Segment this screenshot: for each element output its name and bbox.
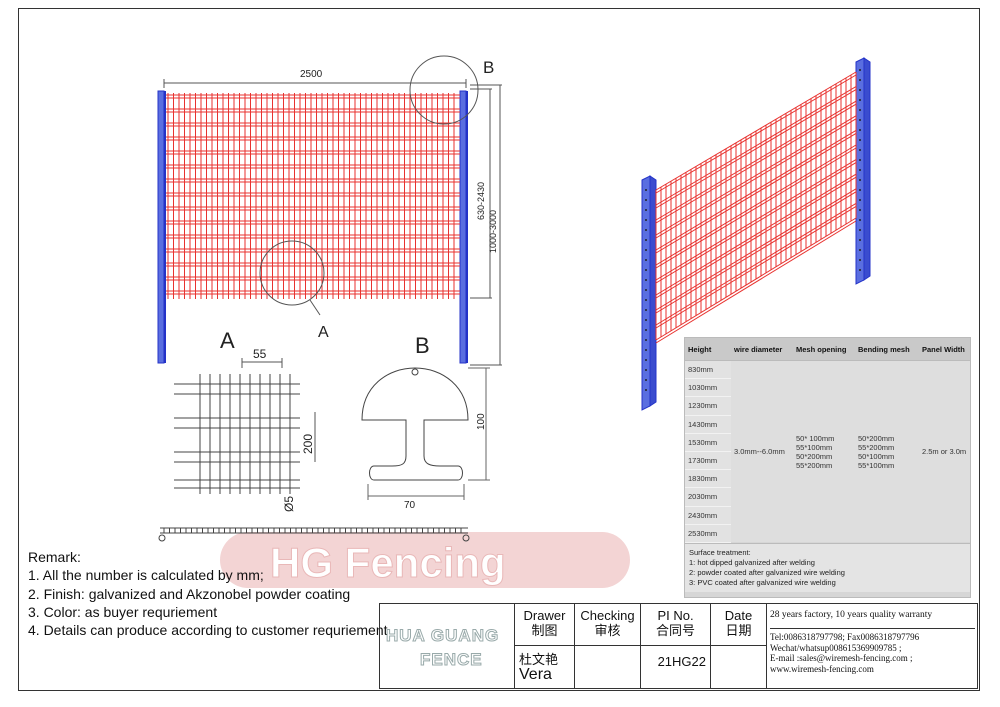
- header-panel-width: Panel Width: [919, 338, 970, 361]
- height-cell: 1730mm: [685, 451, 731, 471]
- remark-line: 2. Finish: galvanized and Akzonobel powd…: [28, 585, 351, 602]
- height-cell: 1530mm: [685, 433, 731, 452]
- drawing-frame: [18, 8, 980, 691]
- detail-b-depth: 100: [476, 413, 487, 430]
- pi-header: PI No.合同号: [641, 604, 711, 646]
- remark-line: 4. Details can produce according to cust…: [28, 622, 388, 639]
- front-view-drawing: 2500 630-2430 1000-3000 B A: [157, 55, 502, 366]
- mesh-panel: [166, 93, 460, 299]
- header-mesh-opening: Mesh opening: [793, 338, 855, 361]
- panel-height-dimension: 630-2430: [476, 182, 486, 220]
- pi-value: 21HG22: [641, 646, 711, 688]
- warranty-text: 28 years factory, 10 years quality warra…: [770, 610, 975, 629]
- detail-a-title: A: [220, 328, 235, 353]
- perspective-mesh: [655, 71, 857, 344]
- wire-diameter-label: Ø5: [282, 496, 296, 512]
- header-bending-mesh: Bending mesh: [855, 338, 919, 361]
- mesh-height-dimension: 200: [301, 434, 315, 454]
- width-dimension: 2500: [300, 69, 323, 80]
- remark-line: 1. All the number is calculated by mm;: [28, 567, 264, 584]
- contact-info: Tel:0086318797798; Fax0086318797796 Wech…: [770, 632, 920, 674]
- header-height: Height: [685, 338, 731, 361]
- surface-treatment: Surface treatment: 1: hot dipped galvani…: [685, 542, 970, 592]
- height-cell: 2530mm: [685, 524, 731, 543]
- drawer-value: 杜文艳 Vera: [515, 646, 575, 688]
- detail-b-width: 70: [404, 500, 416, 511]
- perspective-view-drawing: [641, 57, 871, 411]
- height-cell: 2030mm: [685, 487, 731, 507]
- height-cell: 1230mm: [685, 396, 731, 416]
- brand-watermark: HG Fencing: [220, 532, 630, 588]
- post-height-dimension: 1000-3000: [488, 210, 498, 253]
- height-cell: 1830mm: [685, 469, 731, 489]
- company-logo: HUA GUANG FENCE: [380, 604, 515, 688]
- callout-a-label: A: [318, 324, 329, 341]
- height-cell: 1030mm: [685, 378, 731, 398]
- wire-diameter-cell: 3.0mm--6.0mm: [731, 360, 793, 543]
- checking-value: [575, 646, 641, 688]
- remarks: Remark: 1. All the number is calculated …: [28, 548, 388, 639]
- header-wire-diameter: wire diameter: [731, 338, 793, 361]
- height-cell: 830mm: [685, 360, 731, 380]
- watermark-text: HG Fencing: [270, 539, 506, 586]
- panel-width-cell: 2.5m or 3.0m: [919, 360, 970, 543]
- detail-b-drawing: B 100 70: [361, 333, 490, 511]
- date-value: [711, 646, 767, 688]
- remark-title: Remark:: [28, 549, 81, 565]
- detail-a-drawing: A 55 200 Ø5: [174, 328, 316, 512]
- callout-b-label: B: [483, 58, 494, 77]
- detail-b-title: B: [415, 333, 430, 358]
- height-cell: 1430mm: [685, 415, 731, 434]
- height-cell: 2430mm: [685, 506, 731, 525]
- remark-line: 3. Color: as buyer requriement: [28, 603, 218, 620]
- top-view-rail: [158, 527, 470, 542]
- mesh-width-dimension: 55: [253, 347, 267, 361]
- spec-table: Height wire diameter Mesh opening Bendin…: [684, 337, 971, 598]
